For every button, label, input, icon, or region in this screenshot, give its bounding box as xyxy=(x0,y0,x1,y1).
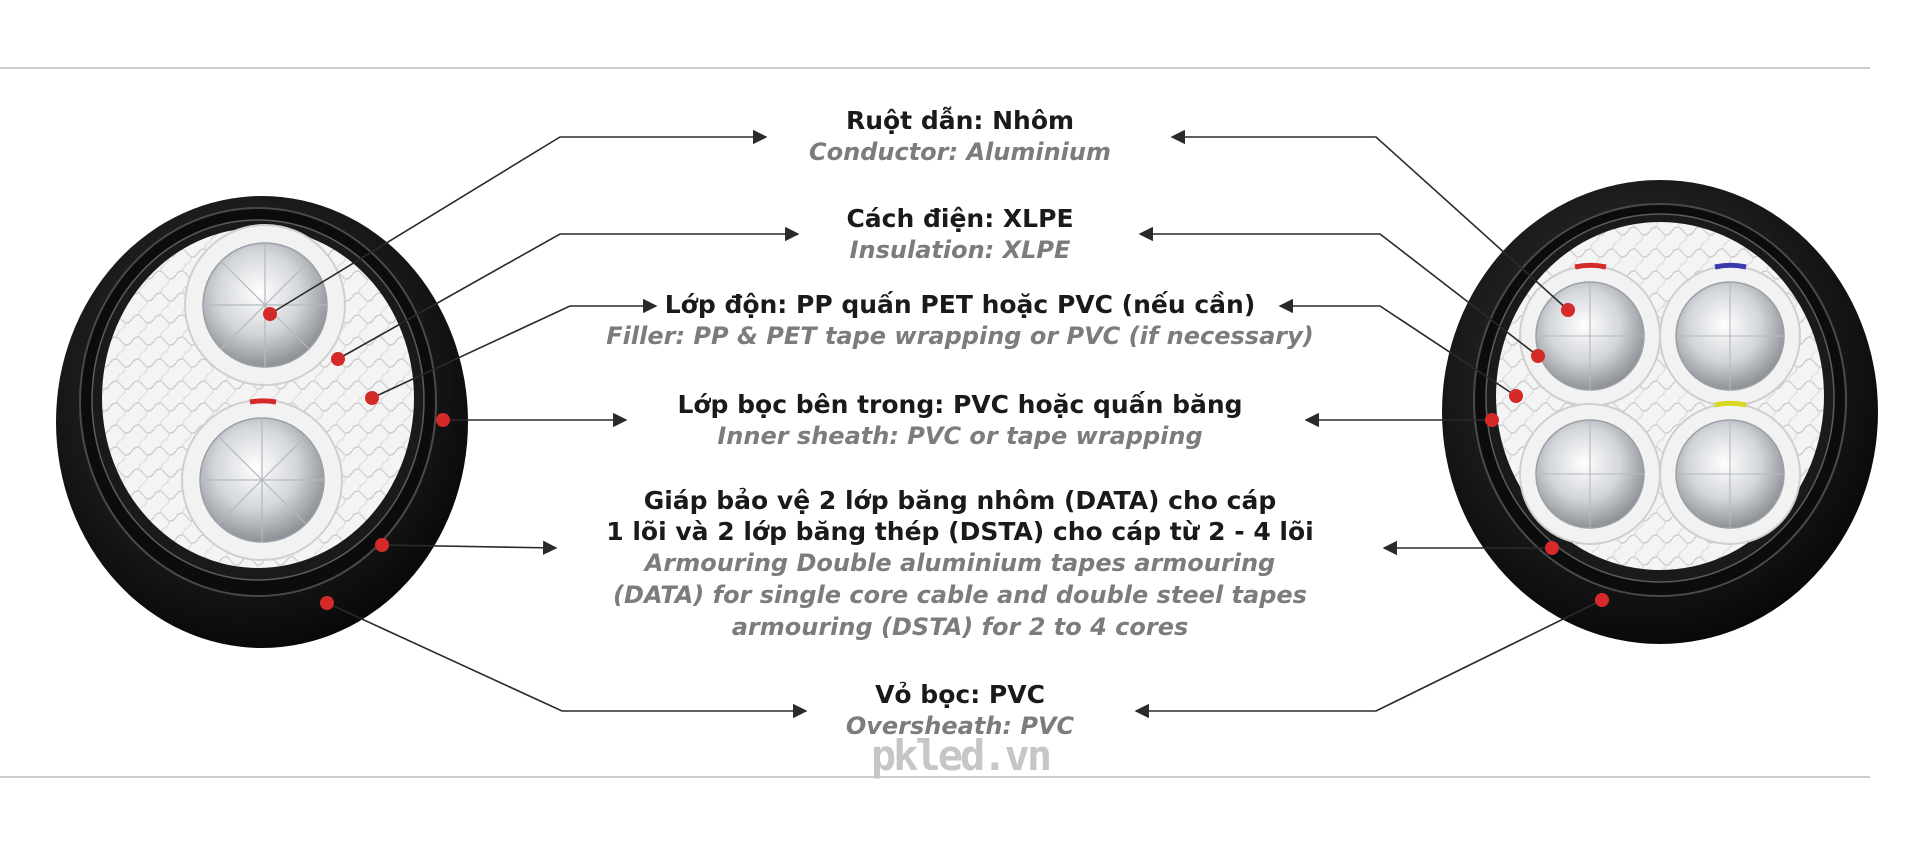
left-cable-cross-section xyxy=(56,196,468,648)
marker-right-conductor xyxy=(1561,303,1575,317)
label-oversheath: Vỏ bọc: PVC Oversheath: PVC xyxy=(560,679,1360,742)
label-inner-sheath-en: Inner sheath: PVC or tape wrapping xyxy=(717,422,1203,450)
label-armour-en-line3: armouring (DSTA) for 2 to 4 cores xyxy=(731,613,1189,641)
label-insulation-en: Insulation: XLPE xyxy=(849,236,1071,264)
marker-left-conductor xyxy=(263,307,277,321)
label-inner-sheath-vn: Lớp bọc bên trong: PVC hoặc quấn băng xyxy=(677,390,1243,419)
label-filler-en: Filler: PP & PET tape wrapping or PVC (i… xyxy=(606,322,1314,350)
label-armour-vn-line2: 1 lõi và 2 lớp băng thép (DSTA) cho cáp … xyxy=(606,517,1314,546)
marker-left-insulation xyxy=(331,352,345,366)
label-oversheath-en: Oversheath: PVC xyxy=(845,712,1075,740)
label-armour-en-line2: (DATA) for single core cable and double … xyxy=(613,581,1307,609)
marker-right-armour xyxy=(1545,541,1559,555)
label-armour: Giáp bảo vệ 2 lớp băng nhôm (DATA) cho c… xyxy=(560,485,1360,643)
leader-left-oversheath xyxy=(326,602,808,719)
right-cable-cross-section xyxy=(1442,180,1878,644)
leader-left-insulation xyxy=(337,226,800,360)
marker-left-oversheath xyxy=(320,596,334,610)
leader-right-filler xyxy=(1278,298,1517,397)
label-inner-sheath: Lớp bọc bên trong: PVC hoặc quấn băng In… xyxy=(560,389,1360,452)
leader-right-insulation xyxy=(1138,226,1539,357)
right-core-1-phase-mark xyxy=(1574,262,1607,270)
leader-right-oversheath xyxy=(1134,599,1603,719)
marker-left-filler xyxy=(365,391,379,405)
watermark: pkled.vn xyxy=(870,731,1052,780)
label-conductor: Ruột dẫn: Nhôm Conductor: Aluminium xyxy=(560,105,1360,168)
leader-left-conductor xyxy=(269,129,768,315)
leader-left-filler xyxy=(371,298,658,399)
label-filler-vn: Lớp độn: PP quấn PET hoặc PVC (nếu cần) xyxy=(664,290,1256,319)
marker-right-insulation xyxy=(1531,349,1545,363)
marker-right-oversheath xyxy=(1595,593,1609,607)
label-conductor-en: Conductor: Aluminium xyxy=(809,138,1111,166)
label-oversheath-vn: Vỏ bọc: PVC xyxy=(875,680,1045,709)
right-core-4-phase-mark xyxy=(1714,400,1747,408)
left-core-2-phase-mark xyxy=(249,398,277,405)
label-armour-vn-line1: Giáp bảo vệ 2 lớp băng nhôm (DATA) cho c… xyxy=(643,486,1277,515)
leader-right-conductor xyxy=(1170,129,1569,311)
right-core-2-phase-mark xyxy=(1714,262,1747,270)
leader-left-armour xyxy=(381,540,558,555)
marker-right-inner-sheath xyxy=(1485,413,1499,427)
marker-left-armour xyxy=(375,538,389,552)
label-filler: Lớp độn: PP quấn PET hoặc PVC (nếu cần) … xyxy=(560,289,1360,352)
marker-left-inner-sheath xyxy=(436,413,450,427)
label-armour-en-line1: Armouring Double aluminium tapes armouri… xyxy=(644,549,1276,577)
label-conductor-vn: Ruột dẫn: Nhôm xyxy=(845,106,1075,135)
marker-right-filler xyxy=(1509,389,1523,403)
label-insulation: Cách điện: XLPE Insulation: XLPE xyxy=(560,203,1360,266)
label-insulation-vn: Cách điện: XLPE xyxy=(846,204,1074,233)
